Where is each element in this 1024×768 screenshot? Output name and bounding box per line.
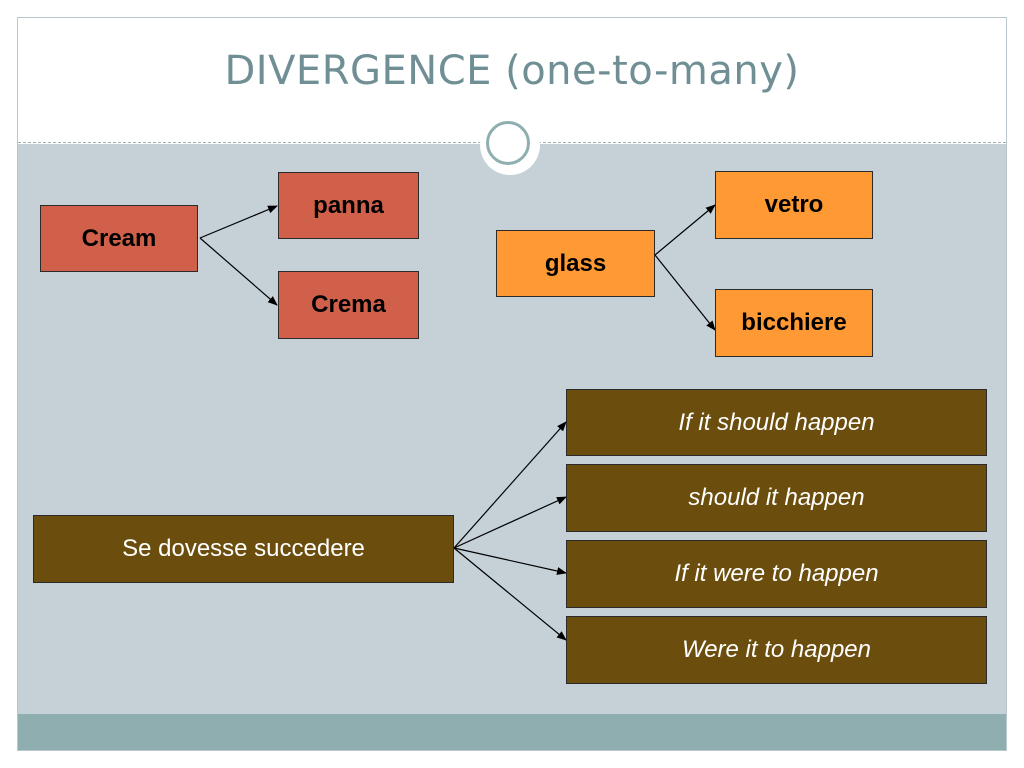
- translation-box-2: should it happen: [566, 464, 987, 532]
- arrow-succedere-4: [453, 547, 567, 641]
- footer-bar: [18, 714, 1006, 750]
- translation-box-1: If it should happen: [566, 389, 987, 456]
- bicchiere-box: bicchiere: [715, 289, 873, 357]
- crema-box: Crema: [278, 271, 419, 339]
- translation-box-4: Were it to happen: [566, 616, 987, 684]
- arrow-glass-bicchiere: [654, 254, 716, 331]
- panna-box: panna: [278, 172, 419, 239]
- arrow-succedere-2: [453, 496, 567, 549]
- slide-title: DIVERGENCE (one-to-many): [224, 48, 800, 94]
- arrow-glass-vetro: [654, 204, 716, 256]
- translation-box-3: If it were to happen: [566, 540, 987, 608]
- circle-ornament-ring: [486, 121, 530, 165]
- glass-box: glass: [496, 230, 655, 297]
- arrow-cream-crema: [199, 237, 278, 306]
- cream-box: Cream: [40, 205, 198, 272]
- succedere-box: Se dovesse succedere: [33, 515, 454, 583]
- arrow-succedere-3: [453, 547, 567, 575]
- arrow-cream-panna: [199, 205, 278, 239]
- arrow-succedere-1: [453, 421, 567, 549]
- vetro-box: vetro: [715, 171, 873, 239]
